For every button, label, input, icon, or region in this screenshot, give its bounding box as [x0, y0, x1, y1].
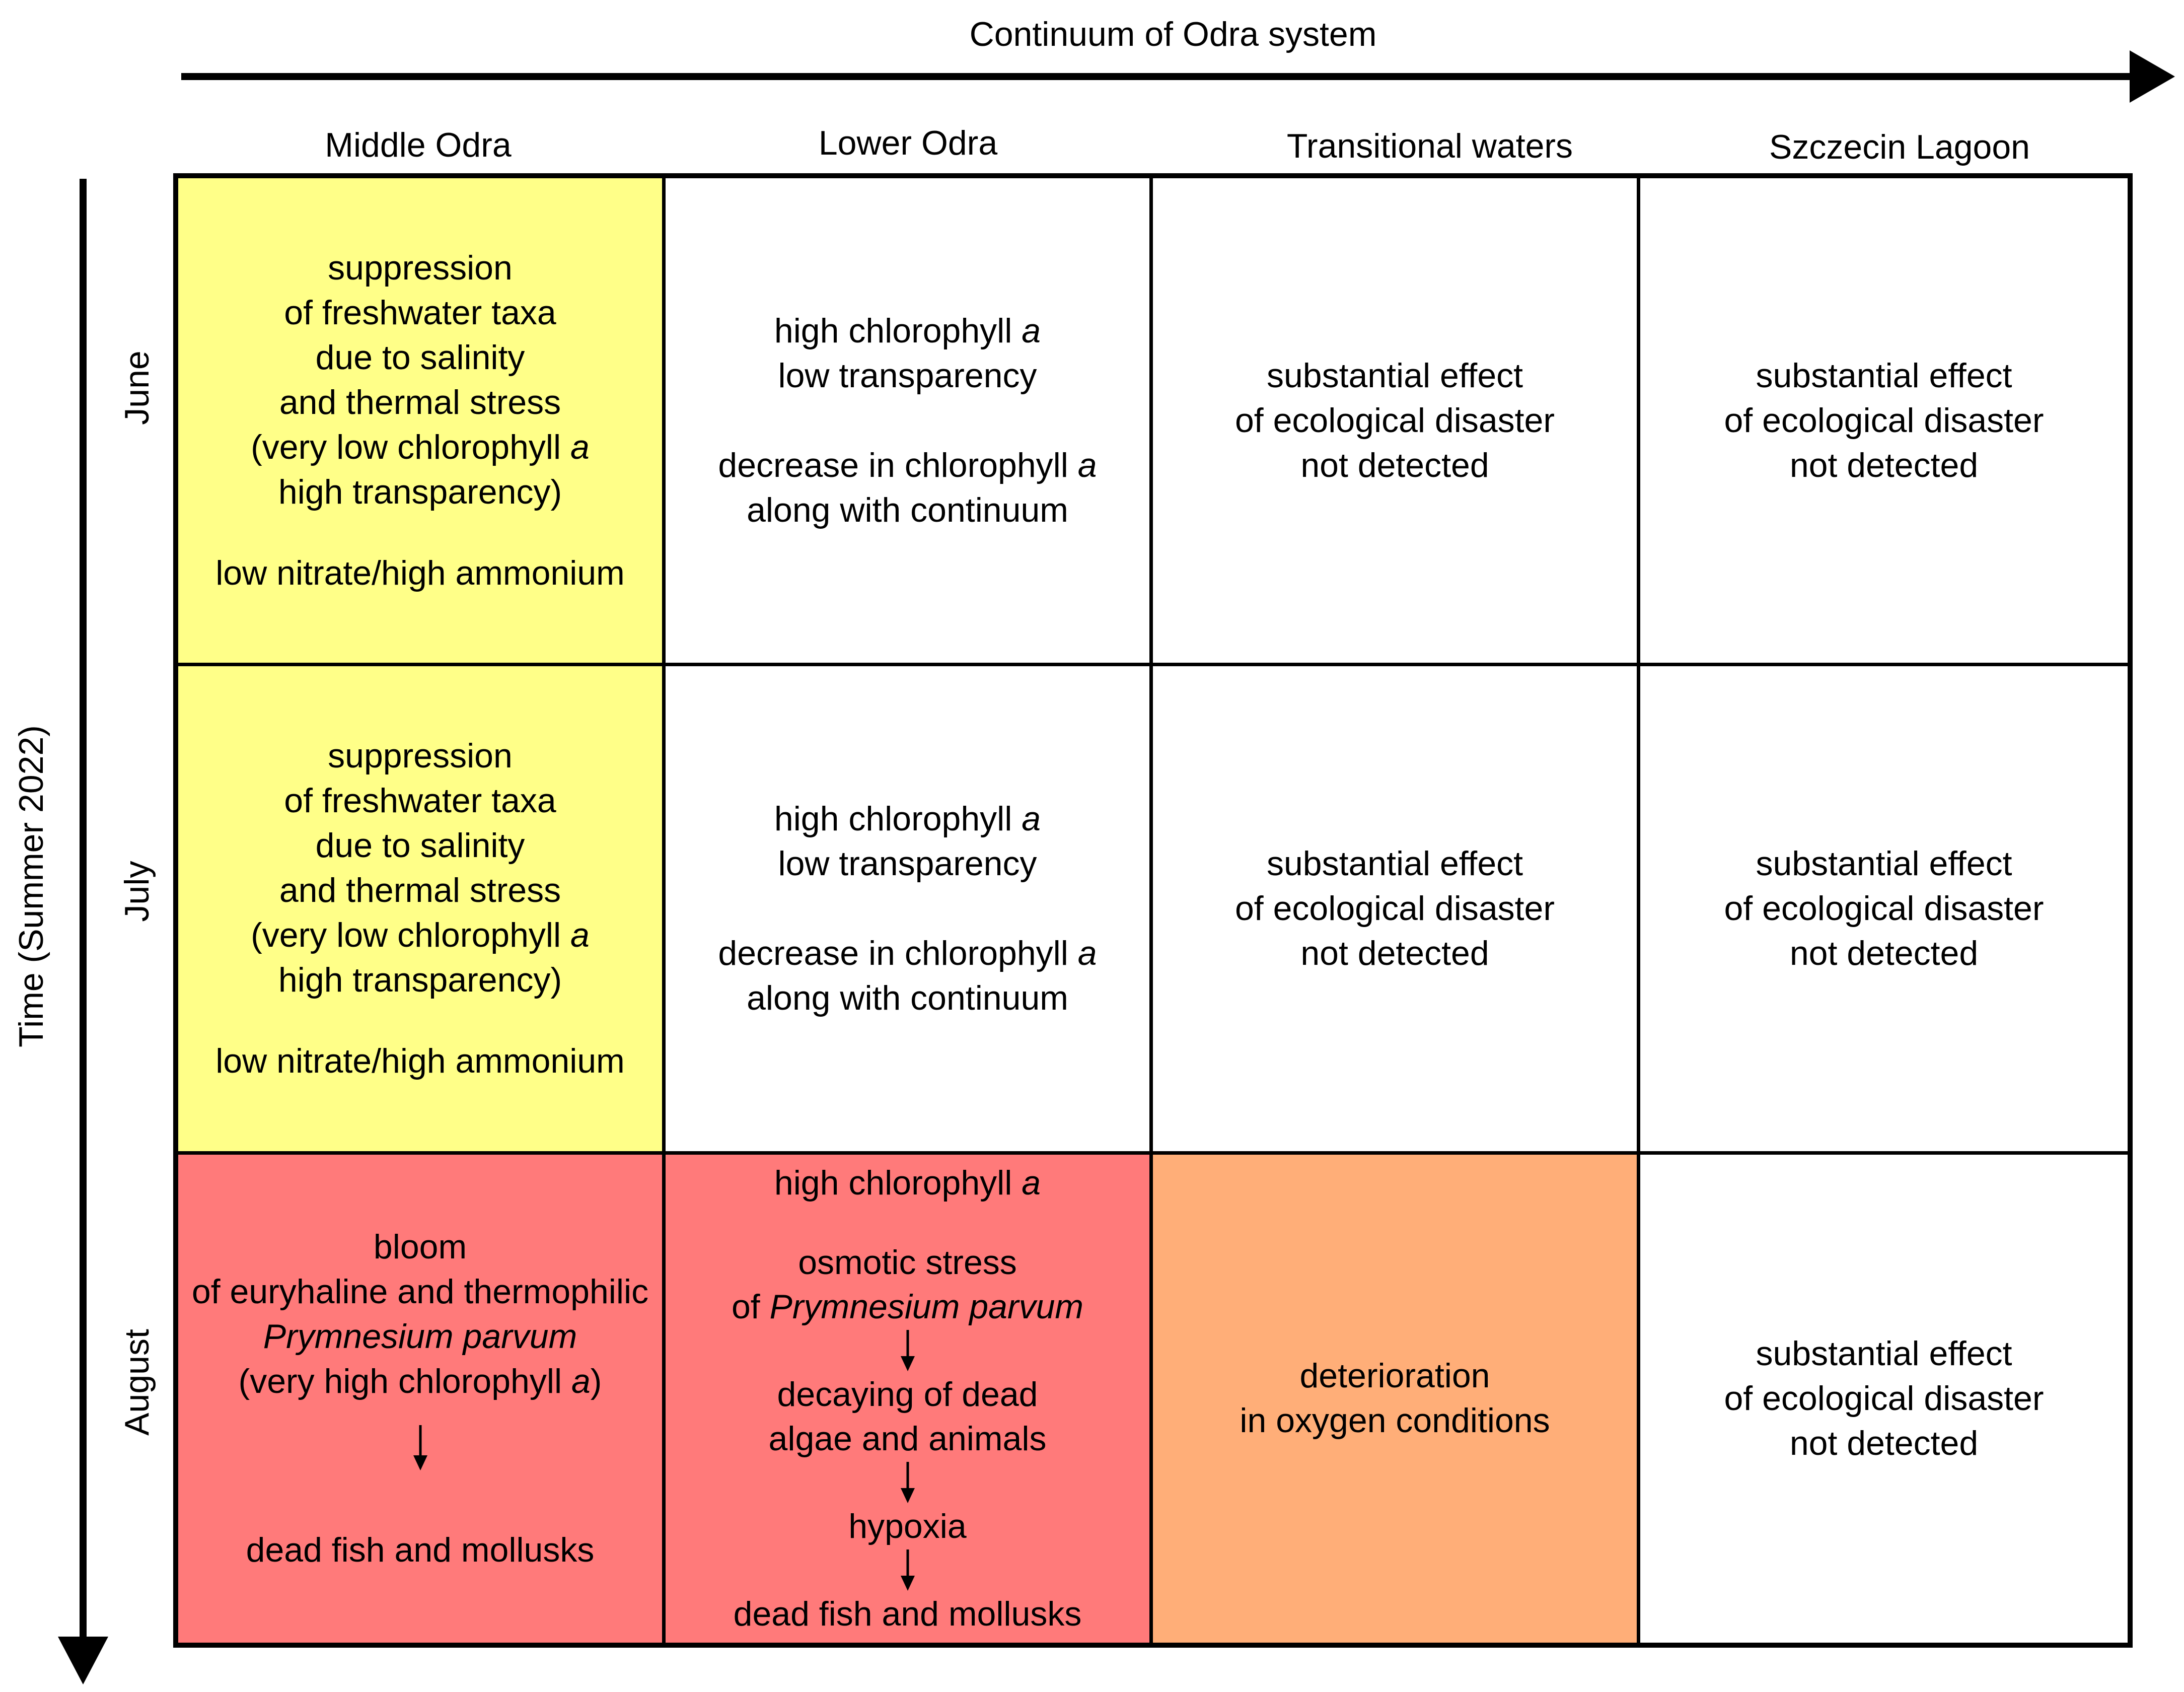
- cell-text: algae and animals: [768, 1420, 1047, 1458]
- cell-text: low nitrate/high ammonium: [215, 1041, 625, 1080]
- cell-july-lower-odra: high chlorophyll a low transparency decr…: [666, 666, 1153, 1155]
- cell-text: not detected: [1300, 934, 1489, 972]
- column-header-lower-odra: Lower Odra: [818, 124, 998, 162]
- cell-june-szczecin-lagoon: substantial effect of ecological disaste…: [1640, 178, 2128, 667]
- cell-text: suppression: [328, 248, 513, 287]
- column-header-middle-odra: Middle Odra: [325, 126, 512, 164]
- cell-august-middle-odra: bloom of euryhaline and thermophilic Pry…: [178, 1154, 666, 1643]
- cell-text: dead fish and mollusks: [733, 1595, 1082, 1634]
- cell-text: low transparency: [778, 356, 1037, 395]
- cell-text: not detected: [1789, 1424, 1979, 1462]
- cell-text: and thermal stress: [279, 871, 561, 909]
- cell-text: low nitrate/high ammonium: [215, 553, 625, 592]
- cell-text: of ecological disaster: [1234, 889, 1555, 928]
- cell-text: hypoxia: [848, 1507, 967, 1546]
- cell-august-szczecin-lagoon: substantial effect of ecological disaste…: [1640, 1154, 2128, 1643]
- cell-text: and thermal stress: [279, 383, 561, 421]
- cell-text: decrease in chlorophyll a: [718, 446, 1097, 484]
- column-header-transitional-waters: Transitional waters: [1286, 127, 1573, 165]
- cell-text: substantial effect: [1266, 356, 1523, 395]
- row-label-july: July: [118, 861, 156, 922]
- cell-text: osmotic stress: [798, 1243, 1017, 1282]
- cell-june-transitional-waters: substantial effect of ecological disaste…: [1153, 178, 1640, 667]
- cell-august-lower-odra: high chlorophyll a osmotic stress of Pry…: [666, 1154, 1153, 1643]
- down-arrow-icon: [413, 1425, 427, 1470]
- cell-text: deterioration: [1299, 1357, 1490, 1395]
- cell-text: of freshwater taxa: [284, 293, 556, 332]
- cell-text: decrease in chlorophyll a: [718, 934, 1097, 972]
- down-arrow-icon: [900, 1549, 915, 1591]
- cell-text: of freshwater taxa: [284, 781, 556, 820]
- down-arrow-icon: [900, 1330, 915, 1372]
- cell-text: of ecological disaster: [1724, 401, 2044, 440]
- cell-text: substantial effect: [1756, 844, 2012, 883]
- cell-text: not detected: [1300, 446, 1489, 484]
- cell-text: along with continuum: [747, 490, 1068, 529]
- cell-text: low transparency: [778, 844, 1037, 883]
- cell-text: high chlorophyll a: [774, 799, 1041, 838]
- cell-august-transitional-waters: deterioration in oxygen conditions: [1153, 1154, 1640, 1643]
- cell-text: of euryhaline and thermophilic: [191, 1272, 649, 1311]
- cell-text: substantial effect: [1756, 356, 2012, 395]
- cell-text: in oxygen conditions: [1240, 1401, 1550, 1440]
- cell-text: suppression: [328, 736, 513, 775]
- horizontal-axis-label: Continuum of Odra system: [969, 15, 1377, 53]
- cell-july-middle-odra: suppression of freshwater taxa due to sa…: [178, 666, 666, 1155]
- cell-text: decaying of dead: [777, 1375, 1038, 1414]
- cell-text: due to salinity: [315, 338, 525, 377]
- cell-text: Prymnesium parvum: [263, 1317, 577, 1356]
- cell-text: high chlorophyll a: [774, 1164, 1041, 1203]
- cell-text: substantial effect: [1756, 1334, 2012, 1373]
- cell-text: (very low chlorophyll a: [251, 428, 590, 466]
- matrix-grid: suppression of freshwater taxa due to sa…: [173, 173, 2133, 1648]
- cell-text: high transparency): [278, 472, 562, 511]
- cell-text: high chlorophyll a: [774, 311, 1041, 350]
- cell-text: of ecological disaster: [1234, 401, 1555, 440]
- cell-text: due to salinity: [315, 826, 525, 865]
- cell-text: not detected: [1789, 446, 1979, 484]
- cell-july-transitional-waters: substantial effect of ecological disaste…: [1153, 666, 1640, 1155]
- cell-text: of ecological disaster: [1724, 889, 2044, 928]
- cell-text: of ecological disaster: [1724, 1379, 2044, 1418]
- cell-june-lower-odra: high chlorophyll a low transparency decr…: [666, 178, 1153, 667]
- vertical-axis-label: Time (Summer 2022): [12, 725, 50, 1047]
- horizontal-axis-arrow: [181, 50, 2175, 103]
- cell-text: of Prymnesium parvum: [731, 1288, 1084, 1326]
- cell-text: (very low chlorophyll a: [251, 915, 590, 954]
- cell-text: bloom: [373, 1227, 467, 1266]
- cell-text: dead fish and mollusks: [246, 1530, 595, 1569]
- vertical-axis-arrow: [58, 179, 108, 1684]
- row-label-august: August: [118, 1329, 156, 1436]
- cell-text: substantial effect: [1266, 844, 1523, 883]
- cell-text: high transparency): [278, 960, 562, 999]
- cell-text: along with continuum: [747, 978, 1068, 1017]
- cell-text: (very high chlorophyll a): [238, 1362, 602, 1400]
- cell-june-middle-odra: suppression of freshwater taxa due to sa…: [178, 178, 666, 667]
- cell-text: not detected: [1789, 934, 1979, 972]
- row-label-june: June: [118, 350, 156, 425]
- column-header-szczecin-lagoon: Szczecin Lagoon: [1769, 128, 2030, 166]
- down-arrow-icon: [900, 1462, 915, 1504]
- cell-july-szczecin-lagoon: substantial effect of ecological disaste…: [1640, 666, 2128, 1155]
